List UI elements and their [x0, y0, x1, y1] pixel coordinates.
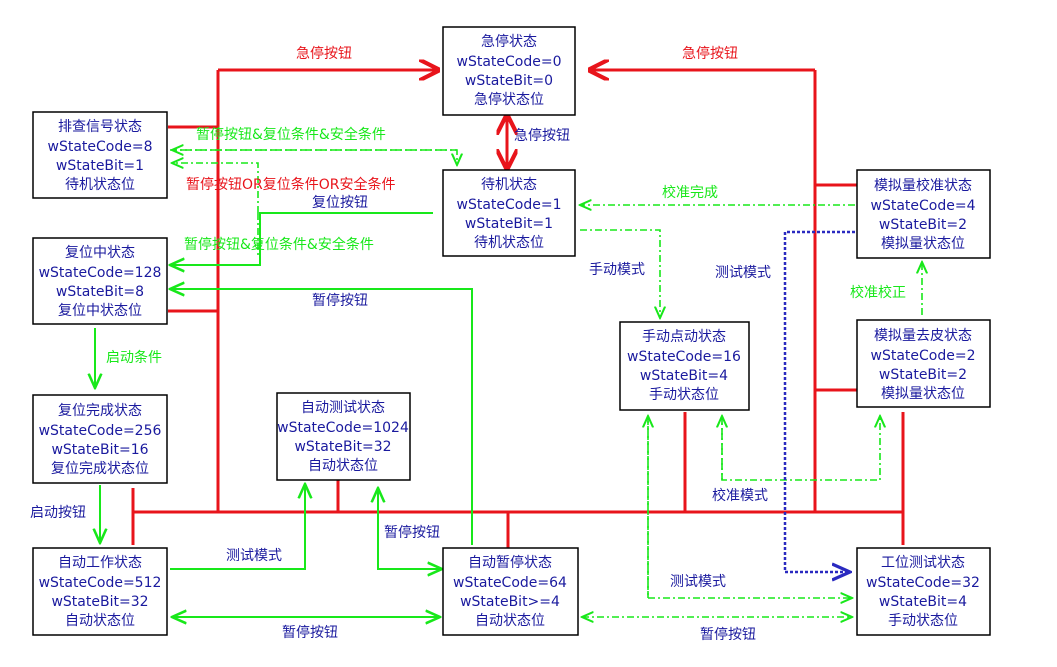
node-check-line-1: 排查信号状态: [58, 119, 142, 135]
label-test-mode-right: 测试模式: [715, 265, 771, 281]
node-check-signal: 排查信号状态 wStateCode=8 wStateBit=1 待机状态位: [32, 111, 168, 199]
node-auto-work-line-3: wStateBit=32: [51, 594, 148, 610]
node-auto-pause-line-3: wStateBit>=4: [460, 594, 560, 610]
node-station-test-line-1: 工位测试状态: [881, 555, 965, 571]
node-auto-pause-line-2: wStateCode=64: [453, 575, 567, 591]
node-auto-work-line-2: wStateCode=512: [39, 575, 162, 591]
label-pause-or-reset-or-safe: 暂停按钮OR复位条件OR安全条件: [186, 176, 396, 193]
label-pause-btn-reset: 暂停按钮: [312, 292, 368, 309]
node-manual-jog: 手动点动状态 wStateCode=16 wStateBit=4 手动状态位: [619, 321, 750, 411]
node-station-test: 工位测试状态 wStateCode=32 wStateBit=4 手动状态位: [856, 547, 991, 636]
node-check-line-4: 待机状态位: [65, 177, 135, 193]
node-check-line-2: wStateCode=8: [48, 139, 153, 155]
node-estop: 急停状态 wStateCode=0 wStateBit=0 急停状态位: [442, 26, 576, 116]
node-analog-cal-line-4: 模拟量状态位: [881, 236, 965, 252]
label-pause-reset-safe-1: 暂停按钮&复位条件&安全条件: [196, 126, 386, 143]
node-resetting: 复位中状态 wStateCode=128 wStateBit=8 复位中状态位: [32, 237, 168, 325]
label-calib-done: 校准完成: [662, 184, 718, 201]
node-standby-line-1: 待机状态: [481, 177, 537, 193]
node-analog-calibration: 模拟量校准状态 wStateCode=4 wStateBit=2 模拟量状态位: [856, 169, 991, 259]
node-resetting-line-4: 复位中状态位: [58, 302, 142, 319]
node-auto-test: 自动测试状态 wStateCode=1024 wStateBit=32 自动状态…: [276, 392, 411, 481]
node-standby-line-2: wStateCode=1: [457, 197, 562, 213]
node-auto-work-line-1: 自动工作状态: [58, 555, 142, 571]
node-analog-tare-line-4: 模拟量状态位: [881, 386, 965, 402]
node-reset-done: 复位完成状态 wStateCode=256 wStateBit=16 复位完成状…: [32, 394, 168, 484]
node-analog-cal-line-1: 模拟量校准状态: [874, 177, 972, 194]
node-auto-pause: 自动暂停状态 wStateCode=64 wStateBit>=4 自动状态位: [442, 547, 579, 636]
node-station-test-line-3: wStateBit=4: [879, 594, 967, 610]
node-manual-jog-line-1: 手动点动状态: [642, 329, 726, 345]
edge-labels: 急停按钮 急停按钮 急停按钮 暂停按钮&复位条件&安全条件 暂停按钮OR复位条件…: [30, 45, 906, 643]
blue-test-mode-arrow: [783, 230, 855, 572]
label-manual-mode: 手动模式: [589, 262, 645, 278]
node-auto-work: 自动工作状态 wStateCode=512 wStateBit=32 自动状态位: [32, 547, 168, 636]
node-manual-jog-line-4: 手动状态位: [649, 387, 719, 403]
node-reset-done-line-1: 复位完成状态: [58, 402, 142, 419]
node-manual-jog-line-2: wStateCode=16: [627, 349, 741, 365]
node-auto-test-line-1: 自动测试状态: [301, 400, 385, 416]
node-estop-line-2: wStateCode=0: [457, 54, 562, 70]
node-analog-tare-line-1: 模拟量去皮状态: [874, 328, 972, 344]
label-test-mode-auto: 测试模式: [226, 548, 282, 564]
label-test-mode-bottom: 测试模式: [670, 574, 726, 590]
label-pause-btn-auto-test: 暂停按钮: [384, 524, 440, 541]
node-analog-cal-line-3: wStateBit=2: [879, 217, 967, 233]
node-standby-line-3: wStateBit=1: [465, 216, 553, 232]
node-estop-line-1: 急停状态: [481, 33, 537, 50]
node-auto-test-line-2: wStateCode=1024: [277, 420, 409, 436]
label-start-condition: 启动条件: [106, 349, 162, 366]
green-dashed-arrows: [170, 150, 922, 617]
label-pause-btn-bottom: 暂停按钮: [282, 624, 338, 641]
node-manual-jog-line-3: wStateBit=4: [640, 368, 728, 384]
red-bus-lines: [131, 70, 905, 548]
node-estop-line-3: wStateBit=0: [465, 73, 553, 89]
node-station-test-line-4: 手动状态位: [888, 613, 958, 629]
node-standby-line-4: 待机状态位: [474, 235, 544, 251]
node-estop-line-4: 急停状态位: [474, 91, 544, 108]
node-resetting-line-3: wStateBit=8: [56, 284, 144, 300]
label-start-btn: 启动按钮: [30, 505, 86, 521]
label-calib-mode: 校准模式: [712, 487, 768, 504]
node-reset-done-line-4: 复位完成状态位: [51, 460, 149, 477]
node-reset-done-line-3: wStateBit=16: [51, 442, 148, 458]
label-pause-btn-bottom-right: 暂停按钮: [700, 626, 756, 643]
node-resetting-line-2: wStateCode=128: [39, 265, 162, 281]
label-estop-btn-mid: 急停按钮: [514, 127, 570, 144]
node-check-line-3: wStateBit=1: [56, 158, 144, 174]
node-auto-pause-line-1: 自动暂停状态: [468, 554, 552, 571]
label-estop-btn-left: 急停按钮: [296, 45, 352, 62]
node-auto-pause-line-4: 自动状态位: [475, 613, 545, 629]
node-standby: 待机状态 wStateCode=1 wStateBit=1 待机状态位: [442, 169, 576, 257]
node-reset-done-line-2: wStateCode=256: [39, 423, 162, 439]
label-pause-reset-safe-2: 暂停按钮&复位条件&安全条件: [184, 236, 374, 253]
node-resetting-line-1: 复位中状态: [65, 244, 135, 261]
node-analog-tare-line-2: wStateCode=2: [871, 348, 976, 364]
node-auto-test-line-3: wStateBit=32: [294, 439, 391, 455]
label-calib-correct: 校准校正: [850, 284, 906, 301]
node-auto-work-line-4: 自动状态位: [65, 613, 135, 629]
node-analog-tare: 模拟量去皮状态 wStateCode=2 wStateBit=2 模拟量状态位: [856, 319, 991, 408]
node-station-test-line-2: wStateCode=32: [866, 575, 980, 591]
node-analog-cal-line-2: wStateCode=4: [871, 198, 976, 214]
node-analog-tare-line-3: wStateBit=2: [879, 367, 967, 383]
label-reset-btn: 复位按钮: [312, 194, 368, 211]
node-auto-test-line-4: 自动状态位: [308, 458, 378, 474]
green-solid-arrows: [95, 212, 473, 617]
label-estop-btn-right: 急停按钮: [682, 45, 738, 62]
